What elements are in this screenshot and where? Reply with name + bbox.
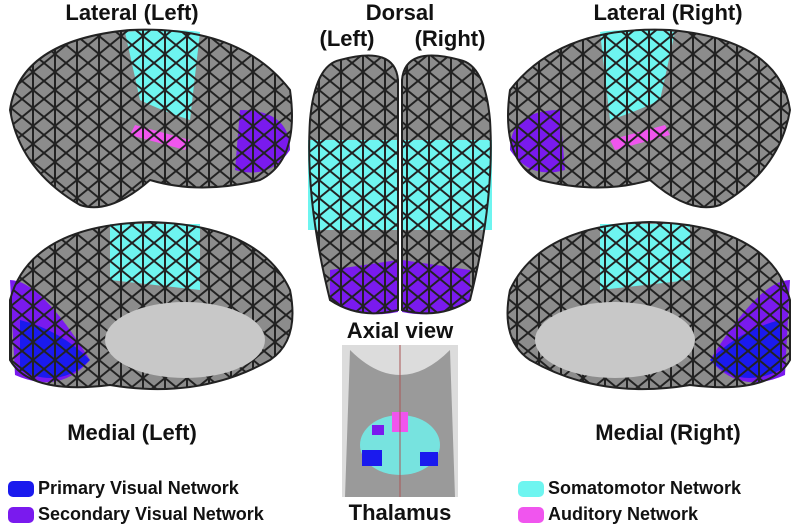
title-axial: Axial view [346, 318, 454, 343]
axial-thalamus-slice [342, 345, 458, 497]
medial-right-brain [506, 220, 791, 391]
title-lateral-right: Lateral (Right) [593, 0, 743, 25]
legend-auditory: Auditory Network [518, 504, 698, 525]
dorsal-brain [308, 54, 492, 315]
title-medial-left: Medial (Left) [67, 420, 197, 445]
title-lateral-left: Lateral (Left) [65, 0, 199, 25]
lateral-right-brain [507, 28, 792, 209]
title-dorsal-left: (Left) [319, 26, 375, 51]
legend-somatomotor: Somatomotor Network [518, 478, 741, 499]
title-thalamus: Thalamus [348, 500, 452, 525]
legend-primary-visual: Primary Visual Network [8, 478, 239, 499]
lateral-left-brain [8, 28, 293, 209]
legend-label: Auditory Network [548, 504, 699, 524]
legend-label: Primary Visual Network [38, 478, 239, 498]
legend-label: Secondary Visual Network [38, 504, 264, 524]
swatch-secondary-visual [8, 506, 34, 523]
swatch-auditory [518, 506, 544, 523]
medial-left-brain [9, 220, 294, 391]
legend-secondary-visual: Secondary Visual Network [8, 504, 264, 525]
title-dorsal-right: (Right) [414, 26, 486, 51]
title-medial-right: Medial (Right) [595, 420, 741, 445]
legend-label: Somatomotor Network [548, 478, 742, 498]
swatch-somatomotor [518, 480, 544, 497]
swatch-primary-visual [8, 480, 34, 497]
title-dorsal: Dorsal [365, 0, 435, 25]
